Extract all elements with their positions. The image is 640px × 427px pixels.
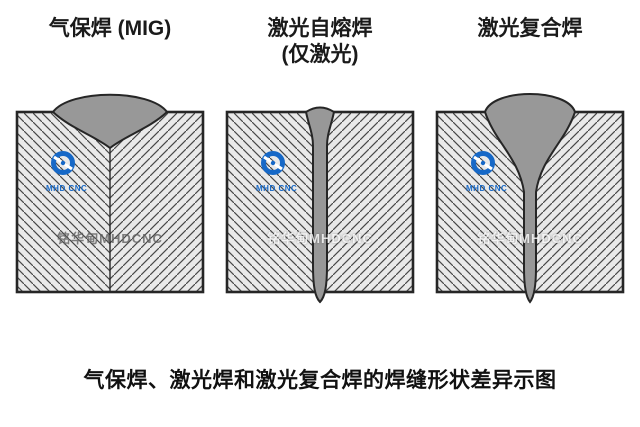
weld-cross-section-mig xyxy=(15,93,205,294)
plate-right xyxy=(320,112,413,292)
panel-mig-title: 气保焊 (MIG) xyxy=(48,17,172,40)
weld-cross-section-laser xyxy=(225,106,415,304)
panel-mig: 气保焊 (MIG) xyxy=(12,0,208,314)
panel-laser-subtitle: (仅激光) xyxy=(281,43,359,67)
panel-hybrid: 激光复合焊 xyxy=(432,0,628,314)
weld-seam-mig xyxy=(51,93,169,150)
panel-laser: 激光自熔焊 (仅激光) xyxy=(222,0,418,314)
panel-hybrid-title: 激光复合焊 xyxy=(477,17,583,40)
panels-row: 气保焊 (MIG) xyxy=(12,0,628,314)
panel-laser-title: 激光自熔焊 xyxy=(267,17,373,40)
panel-laser-title-wrap: 激光自熔焊 (仅激光) xyxy=(268,0,373,86)
plate-left xyxy=(227,112,320,292)
weld-cross-section-hybrid xyxy=(435,93,625,304)
weld-seam-hybrid xyxy=(483,93,577,304)
plate-left xyxy=(17,112,110,292)
panel-hybrid-title-wrap: 激光复合焊 xyxy=(478,0,583,86)
weld-seam-laser xyxy=(304,106,336,304)
plate-right xyxy=(110,112,203,292)
panel-mig-title-wrap: 气保焊 (MIG) xyxy=(49,0,171,86)
diagram-caption: 气保焊、激光焊和激光复合焊的焊缝形状差异示图 xyxy=(83,369,557,392)
